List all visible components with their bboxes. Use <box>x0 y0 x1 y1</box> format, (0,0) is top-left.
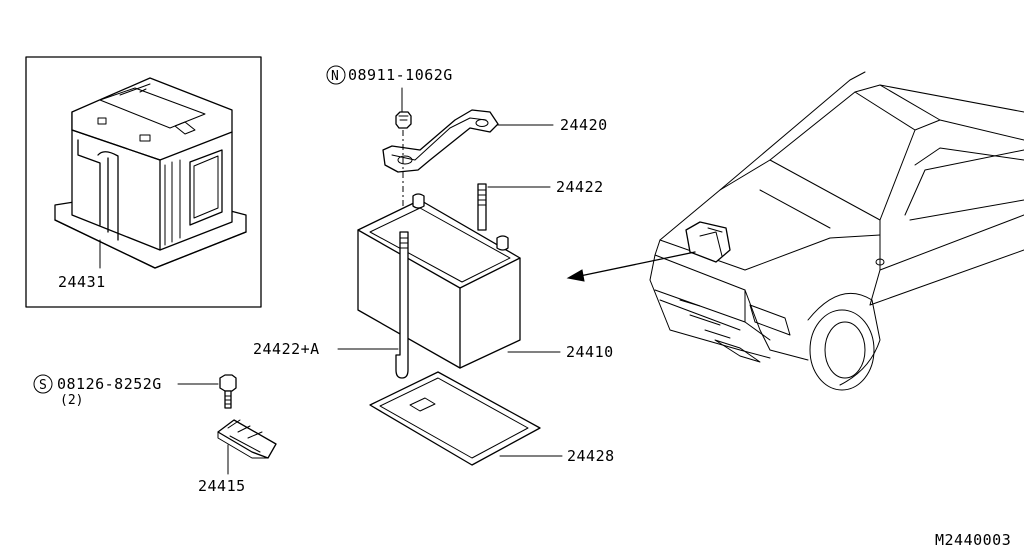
hook-rod-drawing <box>395 231 409 379</box>
nut-part-label: 08911-1062G <box>348 66 453 84</box>
bracket-part-label: 24420 <box>560 116 608 134</box>
hold-down-bracket-drawing <box>382 109 499 173</box>
bolt-part-label: 08126-8252G <box>57 375 162 393</box>
location-arrow-head <box>566 269 585 282</box>
location-arrow-line <box>579 251 696 277</box>
nut-drawing <box>395 111 412 129</box>
tray-part-label: 24428 <box>567 447 615 465</box>
clamp-part-label: 24415 <box>198 477 246 495</box>
figure-code: M2440003 <box>935 531 1011 549</box>
bolt-quantity: (2) <box>60 393 83 408</box>
bolt-symbol-circle <box>33 374 53 394</box>
inset-frame <box>25 56 262 308</box>
rod-part-label: 24422 <box>556 178 604 196</box>
battery-tray-drawing <box>369 371 541 466</box>
bolt-drawing <box>219 374 237 409</box>
hook-rod-part-label: 24422+A <box>253 340 320 358</box>
battery-cover-drawing <box>54 77 247 269</box>
battery-drawing <box>357 193 521 369</box>
rod-drawing <box>477 183 487 231</box>
inset-part-label: 24431 <box>58 273 106 291</box>
vehicle-drawing <box>649 71 1024 391</box>
bolt-prefix: S <box>39 378 47 393</box>
nut-prefix: N <box>331 69 339 84</box>
clamp-drawing <box>217 419 277 459</box>
nut-symbol-circle <box>326 65 346 85</box>
battery-part-label: 24410 <box>566 343 614 361</box>
